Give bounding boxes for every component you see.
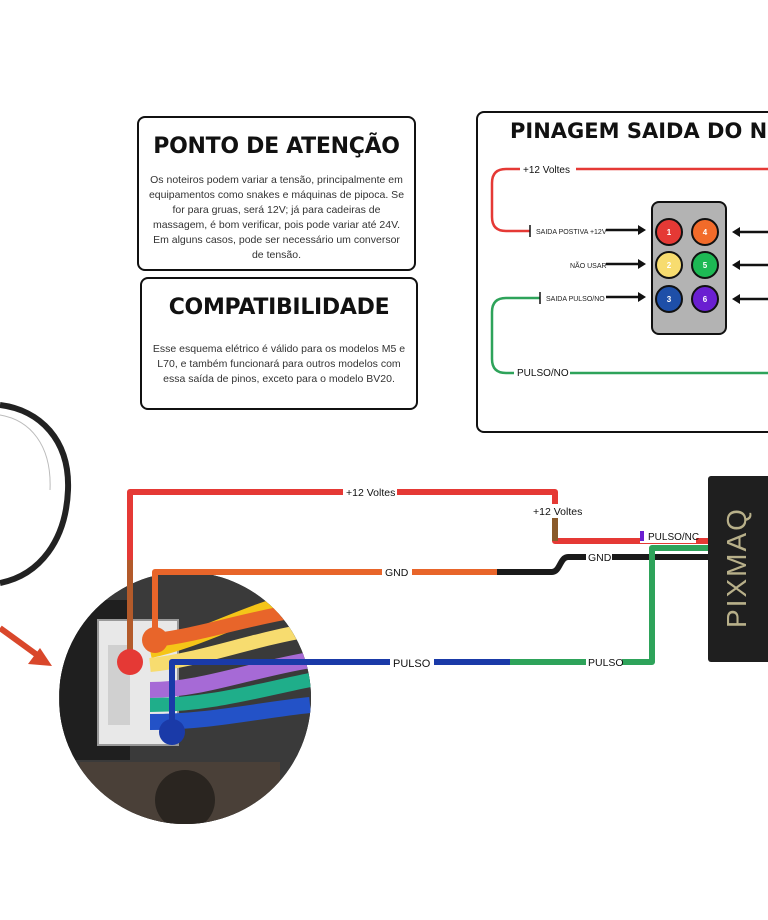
black-cable-coil-inner	[0, 414, 51, 491]
pinout-diagram: +12 Voltes PULSO/NO SAIDA POSTIVA +12V N…	[490, 163, 768, 379]
pinout-left-label-3: SAIDA PULSO/NO	[546, 296, 605, 303]
pin-number-6: 6	[703, 295, 708, 304]
label-gnd-left: GND	[385, 567, 409, 579]
black-cable-coil	[0, 402, 72, 586]
compatibility-box: COMPATIBILIDADE Esse esquema elétrico é …	[140, 277, 418, 410]
pinout-title: PINAGEM SAIDA DO NOTEIRO	[510, 119, 768, 143]
connector-photo	[59, 572, 311, 824]
pinout-wire-12v	[490, 167, 768, 233]
pinout-wire-pulso	[490, 296, 768, 375]
arrow-left-icon	[732, 294, 768, 304]
arrow-left-icon	[732, 260, 768, 270]
label-gnd-right: GND	[588, 552, 612, 564]
pin-2	[655, 251, 683, 279]
pixmaq-logo: PIXMAQ	[721, 507, 752, 628]
pin-4	[691, 218, 719, 246]
pinout-label-12v: +12 Voltes	[523, 165, 570, 176]
pin-number-4: 4	[703, 228, 708, 237]
red-pin-dot	[117, 649, 143, 675]
compat-text: Esse esquema elétrico é válido para os m…	[152, 343, 406, 385]
pin-number-1: 1	[667, 228, 672, 237]
pixmaq-device: PIXMAQ	[708, 476, 768, 662]
arrow-right-icon	[606, 292, 646, 302]
attention-title: PONTO DE ATENÇÃO	[153, 134, 400, 159]
wire-pulso-green	[510, 545, 708, 665]
pin-3	[655, 285, 683, 313]
pin-number-2: 2	[667, 261, 672, 270]
pin-1	[655, 218, 683, 246]
pin-5	[691, 251, 719, 279]
orange-pin-dot	[142, 627, 168, 653]
arrow-right-icon	[606, 259, 646, 269]
attention-text: Os noteiros podem variar a tensão, princ…	[148, 174, 405, 261]
label-12v-right: +12 Voltes	[533, 506, 582, 518]
wire-12v	[127, 489, 708, 662]
pinout-label-pulso: PULSO/NO	[517, 368, 569, 379]
pinout-left-label-1: SAIDA POSTIVA +12V	[536, 229, 607, 236]
pin-number-5: 5	[703, 261, 708, 270]
arrow-left-icon	[732, 227, 768, 237]
label-pulso-nc: PULSO/NC	[648, 532, 699, 543]
label-pulso-right: PULSO	[588, 657, 624, 669]
arrow-right-icon	[606, 225, 646, 235]
blue-pin-dot	[159, 719, 185, 745]
pin-number-3: 3	[667, 295, 672, 304]
pinout-box: PINAGEM SAIDA DO NOTEIRO +12 Voltes PULS…	[476, 111, 768, 433]
compat-title: COMPATIBILIDADE	[168, 295, 390, 320]
wire-gnd-black	[497, 554, 708, 575]
pin-6	[691, 285, 719, 313]
label-12v-top: +12 Voltes	[346, 487, 395, 499]
attention-box: PONTO DE ATENÇÃO Os noteiros podem varia…	[137, 116, 416, 271]
pinout-left-label-2: NÃO USAR	[570, 261, 607, 270]
red-arrow-icon	[0, 625, 52, 666]
label-pulso-left: PULSO	[393, 658, 431, 670]
